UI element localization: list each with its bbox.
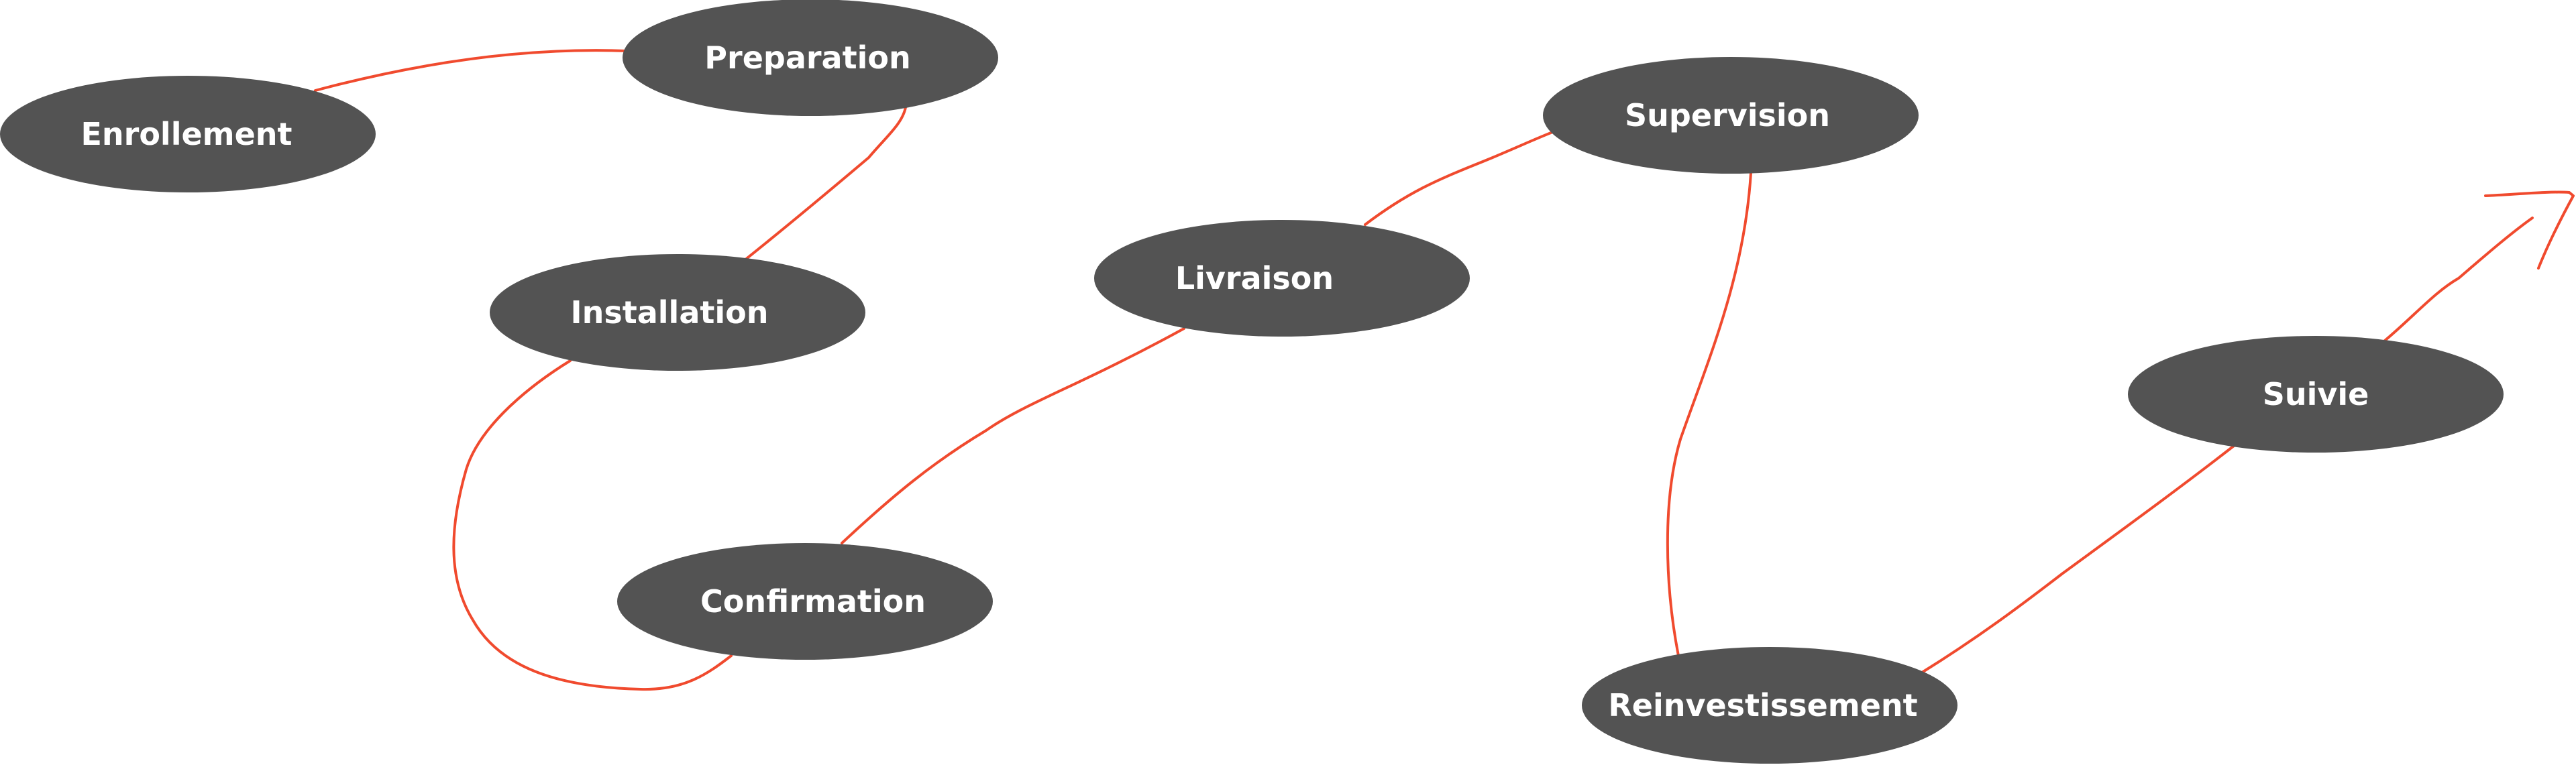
node-installation-label: Installation <box>571 294 769 331</box>
connector-preparation-installation <box>743 106 907 261</box>
node-livraison: Livraison <box>1094 220 1470 337</box>
connector-installation-confirmation <box>452 359 733 691</box>
node-installation-shape <box>490 254 865 371</box>
node-preparation-label: Preparation <box>704 40 910 76</box>
connector-enrollement-preparation <box>314 49 629 92</box>
node-supervision-shape <box>1543 57 1919 174</box>
node-suivie-shape <box>2128 336 2504 453</box>
connector-confirmation-livraison <box>841 327 1185 544</box>
node-installation: Installation <box>490 254 865 371</box>
connector-livraison-supervision <box>1364 129 1558 226</box>
node-supervision: Supervision <box>1543 57 1919 174</box>
node-reinvestissement: Reinvestissement <box>1582 647 1957 764</box>
node-suivie-label: Suivie <box>2263 376 2369 412</box>
node-supervision-label: Supervision <box>1625 97 1830 133</box>
connector-supervision-reinvestissement <box>1666 172 1752 657</box>
node-confirmation: Confirmation <box>617 543 993 660</box>
node-livraison-shape <box>1094 220 1470 337</box>
node-livraison-label: Livraison <box>1175 260 1334 296</box>
node-enrollement: Enrollement <box>0 76 376 192</box>
node-reinvestissement-shape <box>1582 647 1957 764</box>
node-confirmation-shape <box>617 543 993 660</box>
connector-reinvestissement-suivie <box>1921 445 2235 674</box>
node-preparation: Preparation <box>623 0 998 116</box>
arrowhead-icon <box>2484 190 2575 270</box>
node-enrollement-label: Enrollement <box>80 116 292 152</box>
node-confirmation-label: Confirmation <box>700 583 926 620</box>
node-enrollement-shape <box>0 76 376 192</box>
node-suivie: Suivie <box>2128 336 2504 453</box>
connector-suivie-end <box>2383 217 2534 342</box>
connectors <box>314 49 2575 691</box>
node-preparation-shape <box>623 0 998 116</box>
node-reinvestissement-label: Reinvestissement <box>1608 687 1917 723</box>
